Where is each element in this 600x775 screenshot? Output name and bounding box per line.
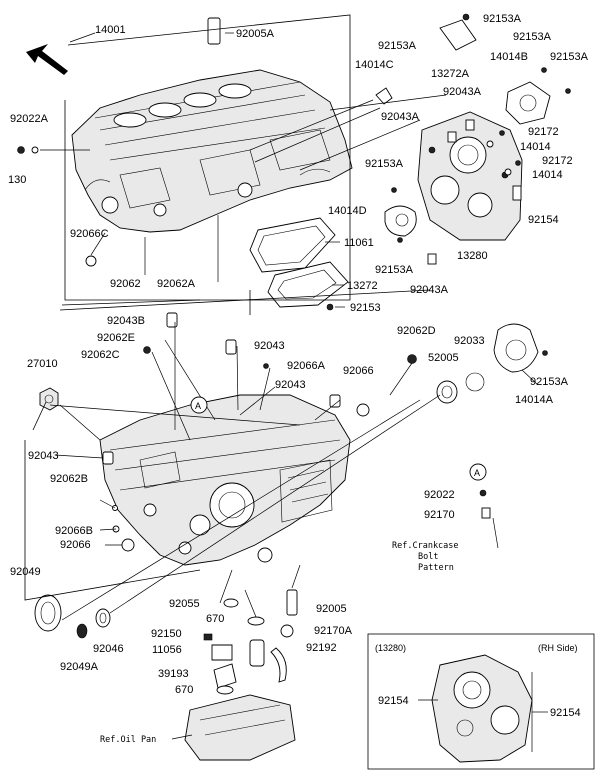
label-11061: 11061 bbox=[344, 237, 374, 249]
label-92153a: 92153A bbox=[530, 376, 569, 388]
label-92062d: 92062D bbox=[397, 325, 436, 337]
label-92033: 92033 bbox=[454, 335, 485, 347]
label-92172: 92172 bbox=[528, 126, 559, 138]
label-14014: 14014 bbox=[532, 169, 563, 181]
label-14014c: 14014C bbox=[355, 59, 394, 71]
note-crankcase-bolt-pattern-1: Ref.Crankcase bbox=[392, 541, 459, 551]
label-92170a: 92170A bbox=[314, 625, 353, 637]
label-92153a: 92153A bbox=[378, 40, 417, 52]
label-92066: 92066 bbox=[343, 365, 374, 377]
oring-92049a bbox=[76, 623, 88, 639]
reference-marker-a: A A bbox=[190, 396, 487, 481]
oil-pump-52005 bbox=[436, 380, 458, 404]
dowel-pin-92005a bbox=[207, 17, 221, 45]
drain-bolt-130 bbox=[17, 146, 39, 154]
note-crankcase-bolt-pattern-2: Bolt bbox=[418, 552, 438, 562]
label-92062: 92062 bbox=[110, 278, 141, 290]
upper-case-frame bbox=[64, 14, 351, 301]
label-92153a: 92153A bbox=[550, 51, 589, 63]
label-92005: 92005 bbox=[316, 603, 347, 615]
lower-crankcase bbox=[99, 394, 351, 566]
oil-jet-92066c bbox=[85, 255, 97, 267]
label-92153a: 92153A bbox=[365, 158, 404, 170]
label-13272: 13272 bbox=[347, 280, 378, 292]
label-92043: 92043 bbox=[28, 450, 59, 462]
svg-text:A: A bbox=[474, 468, 480, 478]
oil-seal-92049 bbox=[34, 594, 62, 632]
label-11056: 11056 bbox=[152, 644, 182, 656]
label-92066a: 92066A bbox=[287, 360, 326, 372]
label-27010: 27010 bbox=[27, 358, 58, 370]
label-rh-side: (RH Side) bbox=[538, 643, 578, 653]
plug-14014c bbox=[375, 87, 393, 105]
dowel-92043a-lower bbox=[427, 253, 437, 265]
rh-side-inset-box bbox=[367, 633, 595, 770]
label-92043a: 92043A bbox=[381, 111, 420, 123]
label-13280-inset: (13280) bbox=[375, 643, 406, 653]
label-92066c: 92066C bbox=[70, 228, 109, 240]
cover-13272a bbox=[439, 19, 477, 51]
part-number-labels: 14001 92005A 92153A 92153A 92153A 92153A… bbox=[8, 13, 589, 719]
label-14014b: 14014B bbox=[490, 51, 528, 63]
label-670: 670 bbox=[206, 613, 224, 625]
svg-text:A: A bbox=[195, 401, 201, 411]
label-92049: 92049 bbox=[10, 566, 41, 578]
label-14014: 14014 bbox=[520, 141, 551, 153]
label-92043a: 92043A bbox=[410, 284, 449, 296]
label-92154-inset-left: 92154 bbox=[378, 695, 409, 707]
inset-cover-13280 bbox=[431, 654, 533, 763]
label-14001: 14001 bbox=[95, 24, 126, 36]
label-92062b: 92062B bbox=[50, 473, 88, 485]
label-92192: 92192 bbox=[306, 642, 337, 654]
label-92062c: 92062C bbox=[81, 349, 120, 361]
label-92043b: 92043B bbox=[107, 315, 145, 327]
label-92043: 92043 bbox=[275, 379, 306, 391]
label-92066b: 92066B bbox=[55, 525, 93, 537]
cover-14014d bbox=[384, 205, 417, 237]
label-92154-inset-right: 92154 bbox=[550, 707, 581, 719]
label-14014a: 14014A bbox=[515, 394, 554, 406]
label-92062a: 92062A bbox=[157, 278, 196, 290]
collar-92046 bbox=[95, 608, 111, 628]
label-92170: 92170 bbox=[424, 509, 455, 521]
label-92153a: 92153A bbox=[513, 31, 552, 43]
label-92066: 92066 bbox=[60, 539, 91, 551]
label-130: 130 bbox=[8, 174, 26, 186]
cover-14014a bbox=[493, 323, 539, 373]
note-oil-pan: Ref.Oil Pan bbox=[100, 735, 156, 745]
label-92005a: 92005A bbox=[236, 28, 275, 40]
label-92043a: 92043A bbox=[443, 86, 482, 98]
label-92055: 92055 bbox=[169, 598, 200, 610]
label-13272a: 13272A bbox=[431, 68, 470, 80]
label-92153: 92153 bbox=[350, 302, 381, 314]
label-92046: 92046 bbox=[93, 643, 124, 655]
label-92022a: 92022A bbox=[10, 113, 49, 125]
label-92150: 92150 bbox=[151, 628, 182, 640]
reference-notes: Ref.Crankcase Bolt Pattern Ref.Oil Pan bbox=[100, 541, 459, 745]
bolt-92154 bbox=[512, 185, 522, 201]
label-670: 670 bbox=[175, 684, 193, 696]
note-crankcase-bolt-pattern-3: Pattern bbox=[418, 563, 454, 573]
label-92172: 92172 bbox=[542, 155, 573, 167]
label-92022: 92022 bbox=[424, 489, 455, 501]
circlip-92033 bbox=[465, 372, 485, 392]
label-52005: 52005 bbox=[428, 352, 459, 364]
rh-side-cover-13280 bbox=[417, 111, 523, 241]
oil-pan-reference bbox=[184, 694, 296, 761]
label-92049a: 92049A bbox=[60, 661, 99, 673]
label-13280: 13280 bbox=[457, 250, 488, 262]
label-92154: 92154 bbox=[528, 214, 559, 226]
label-14014d: 14014D bbox=[328, 205, 367, 217]
label-92043: 92043 bbox=[254, 340, 285, 352]
screw-92153 bbox=[326, 303, 334, 311]
switch-27010 bbox=[39, 387, 59, 411]
cover-14014b bbox=[505, 81, 551, 125]
label-92153a-top: 92153A bbox=[483, 13, 522, 25]
label-92062e: 92062E bbox=[97, 332, 135, 344]
label-92153a: 92153A bbox=[375, 264, 414, 276]
front-direction-arrow-icon bbox=[26, 44, 68, 75]
label-39193: 39193 bbox=[158, 668, 189, 680]
upper-crankcase bbox=[71, 69, 353, 233]
